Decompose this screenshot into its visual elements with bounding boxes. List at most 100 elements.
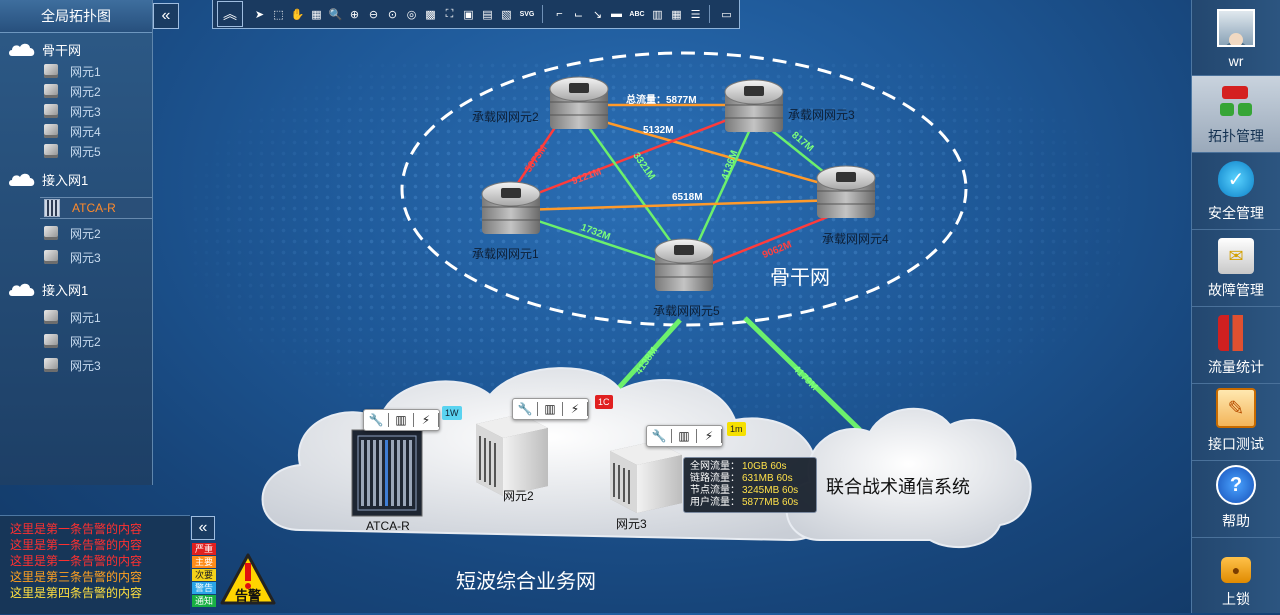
layout-icon[interactable]: ▦ (311, 8, 322, 21)
link-straight-icon[interactable]: ⌐ (556, 8, 563, 20)
tree-item[interactable]: 网元1 (0, 61, 152, 81)
alarm-message[interactable]: 这里是第四条告警的内容 (10, 586, 143, 600)
alarm-message[interactable]: 这里是第一条告警的内容 (10, 554, 143, 568)
export-image-icon[interactable]: ▤ (482, 8, 493, 21)
zoom-reset-icon[interactable]: ◎ (406, 8, 417, 21)
link-n3-n5[interactable] (688, 124, 754, 261)
link-label-n2-n4: 5132M (643, 125, 674, 136)
cloud-icon (9, 283, 35, 296)
topology-icon (1218, 84, 1254, 120)
lightning-icon[interactable]: ⚡ (414, 413, 439, 427)
router-node-n2[interactable] (549, 76, 609, 129)
bar-chart-icon[interactable]: ▥ (389, 413, 414, 427)
nav-interface-test[interactable]: ✎ 接口测试 (1192, 384, 1280, 461)
zoom-fit-icon[interactable]: ⊙ (387, 8, 398, 21)
pan-hand-icon[interactable]: ✋ (290, 8, 305, 21)
link-curve-icon[interactable]: ↘ (592, 8, 603, 21)
wrench-icon[interactable]: 🔧 (647, 429, 672, 443)
link-label-n2-n5: 3321M (630, 151, 657, 182)
zoom-out-icon[interactable]: ⊖ (368, 8, 379, 21)
alarm-message[interactable]: 这里是第一条告警的内容 (10, 538, 143, 552)
save-icon[interactable]: ▭ (721, 8, 732, 21)
lightning-icon[interactable]: ⚡ (563, 402, 588, 416)
link-label-n1-n4: 6518M (672, 192, 703, 203)
nav-topology-management[interactable]: 拓扑管理 (1192, 76, 1280, 153)
link-n5-hf[interactable] (613, 318, 682, 394)
device-toolbar-ne2[interactable]: 🔧 ▥ ⚡ 1C (512, 395, 613, 420)
device-toolbar-atca-r[interactable]: 🔧 ▥ ⚡ 1W (363, 406, 462, 431)
link-n5-joint[interactable] (743, 316, 862, 432)
wrench-icon[interactable]: 🔧 (513, 402, 538, 416)
nav-help[interactable]: ? 帮助 (1192, 461, 1280, 538)
link-n1-n4[interactable] (519, 198, 841, 212)
nav-lock[interactable]: ● 上锁 (1192, 538, 1280, 615)
alarm-message[interactable]: 这里是第三条告警的内容 (10, 570, 143, 584)
save-image-icon[interactable]: ▧ (501, 8, 512, 21)
tree-item[interactable]: 网元4 (0, 121, 152, 141)
nav-security-management[interactable]: ✓ 安全管理 (1192, 153, 1280, 230)
select-icon[interactable]: ⬚ (273, 8, 284, 21)
device-atca-r[interactable] (351, 429, 423, 517)
device-toolbar-ne3[interactable]: 🔧 ▥ ⚡ 1m (646, 422, 746, 447)
tree-item[interactable]: 网元3 (0, 101, 152, 121)
device-icon (44, 64, 58, 78)
tree-item-label: 网元3 (70, 250, 101, 265)
table-icon[interactable]: ▥ (652, 8, 663, 21)
tree-item[interactable]: 网元3 (0, 353, 152, 377)
text-label-icon[interactable]: ABC (629, 10, 645, 18)
overview-icon[interactable]: ▣ (463, 8, 474, 21)
link-orthogonal-icon[interactable]: ⌙ (573, 8, 584, 21)
tree-item[interactable]: 网元2 (0, 81, 152, 101)
user-profile[interactable]: wr (1192, 0, 1280, 76)
alarm-message[interactable]: 这里是第一条告警的内容 (10, 522, 143, 536)
pointer-icon[interactable]: ➤ (254, 8, 265, 21)
tree-group-access2[interactable]: 接入网1 (0, 277, 152, 301)
toolbar-toggle-button[interactable]: ︽ (217, 1, 243, 27)
tree-collapse-button[interactable]: « (153, 3, 179, 29)
nav-fault-management[interactable]: ✉ 故障管理 (1192, 230, 1280, 307)
ruler-icon[interactable]: ▬ (611, 8, 622, 20)
severity-major[interactable]: 主要 (192, 556, 216, 568)
tree-item-selected[interactable]: ATCA-R (40, 197, 152, 219)
grid-icon[interactable]: ▩ (425, 8, 436, 21)
tree-group-backbone[interactable]: 骨干网 (0, 37, 152, 61)
tree-item-label: 网元1 (70, 310, 101, 325)
alarm-warning-icon[interactable]: 告警 (220, 553, 276, 605)
router-node-n3[interactable] (724, 79, 784, 132)
router-node-n5[interactable] (654, 238, 714, 291)
tree-item[interactable]: 网元1 (0, 305, 152, 329)
tree-item[interactable]: 网元2 (0, 221, 152, 245)
tree-item[interactable]: 网元3 (0, 245, 152, 269)
bar-chart-icon[interactable]: ▥ (538, 402, 563, 416)
zoom-in-icon[interactable]: ⊕ (349, 8, 360, 21)
tree-item[interactable]: 网元2 (0, 329, 152, 353)
alarm-icon-label: 告警 (235, 588, 261, 603)
device-ne2[interactable] (476, 414, 548, 496)
device-icon (44, 104, 58, 118)
router-node-n1[interactable] (481, 181, 541, 234)
alarm-collapse-button[interactable]: « (191, 516, 215, 540)
lightning-icon[interactable]: ⚡ (697, 429, 722, 443)
bar-chart-icon[interactable]: ▥ (672, 429, 697, 443)
link-n2-n4[interactable] (579, 113, 846, 192)
tree-item[interactable]: 网元5 (0, 141, 152, 161)
link-n1-n5[interactable] (519, 213, 681, 270)
tree-group-access1[interactable]: 接入网1 (0, 167, 152, 191)
link-n2-n5[interactable] (578, 114, 686, 261)
link-n1-n3[interactable] (519, 113, 741, 202)
zoom-icon[interactable]: 🔍 (328, 8, 343, 21)
wrench-icon[interactable]: 🔧 (364, 413, 389, 427)
severity-critical[interactable]: 严重 (192, 543, 216, 555)
export-svg-icon[interactable]: SVG (519, 10, 535, 18)
router-node-n4[interactable] (816, 165, 876, 218)
layers-icon[interactable]: ☰ (690, 8, 701, 21)
severity-warning[interactable]: 警告 (192, 582, 216, 594)
severity-minor[interactable]: 次要 (192, 569, 216, 581)
device-ne3[interactable] (610, 441, 682, 513)
fullscreen-icon[interactable]: ⛶ (445, 7, 454, 20)
tree-item-label: 网元2 (70, 84, 101, 99)
severity-notice[interactable]: 通知 (192, 595, 216, 607)
nav-traffic-statistics[interactable]: 流量统计 (1192, 307, 1280, 384)
columns-icon[interactable]: ▦ (671, 8, 682, 21)
link-n5-n4[interactable] (699, 208, 846, 270)
